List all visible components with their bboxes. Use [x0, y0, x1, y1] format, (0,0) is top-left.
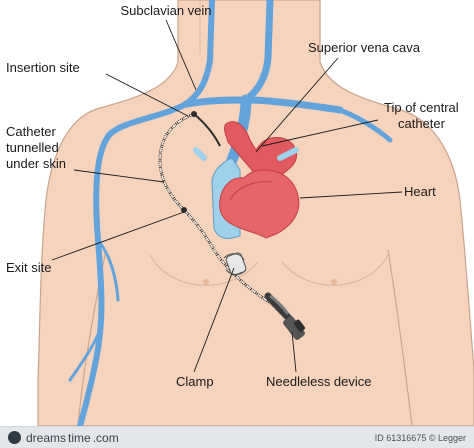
arm-branch-vein	[96, 238, 120, 302]
brand-suffix-text: .com	[92, 430, 119, 445]
leader-needleless-device	[291, 331, 297, 373]
label-catheter-tunnelled-line2: tunnelled	[6, 140, 59, 155]
clamp-ring	[223, 253, 245, 261]
label-exit-site: Exit site	[6, 260, 52, 275]
stock-brand: dreams time .com	[8, 431, 119, 445]
leader-catheter-tunnelled	[73, 169, 165, 183]
leader-subclavian	[165, 19, 197, 91]
vessel-branch-left	[193, 147, 207, 161]
leader-superior-vena-cava	[255, 57, 339, 153]
label-catheter-tunnelled-line3: under skin	[6, 156, 66, 171]
clamp	[223, 252, 247, 276]
device-cap	[293, 319, 306, 332]
stock-credit: ID 61316675 © Legger	[375, 433, 466, 443]
labels: Subclavian vein Insertion site Superior …	[6, 3, 459, 389]
vessel-branch-right	[277, 147, 299, 161]
label-heart: Heart	[404, 184, 436, 199]
clamp-body	[225, 252, 247, 276]
right-subclavian	[337, 107, 393, 143]
brand-right-text: time	[68, 430, 91, 445]
device-hub	[283, 316, 305, 340]
central-line-diagram: Subclavian vein Insertion site Superior …	[6, 0, 474, 426]
right-pectoral	[281, 254, 389, 286]
heart	[219, 169, 300, 239]
exit-site-marker	[181, 207, 187, 213]
leader-lines	[51, 19, 403, 373]
device-shadow	[269, 294, 290, 315]
leader-heart	[299, 191, 403, 199]
brand-left-text: dreams	[26, 430, 67, 445]
forearm-vein	[68, 328, 102, 382]
image-id-text: ID 61316675	[374, 432, 427, 443]
insertion-site-marker	[191, 111, 197, 117]
heart-contour	[229, 181, 273, 201]
clamp-ring-lower	[225, 269, 247, 275]
label-catheter-tunnelled-line1: Catheter	[6, 124, 57, 139]
right-nipple	[331, 279, 337, 285]
label-subclavian-vein: Subclavian vein	[120, 3, 211, 18]
veins	[68, 0, 393, 426]
stock-footer: dreams time .com ID 61316675 © Legger	[0, 426, 474, 448]
label-clamp: Clamp	[176, 374, 214, 389]
brand-logo-icon	[8, 431, 21, 444]
label-tip-of-central-catheter-line2: catheter	[398, 116, 446, 131]
copyright-text: © Legger	[428, 432, 466, 443]
left-pectoral	[149, 254, 259, 286]
left-nipple	[203, 279, 209, 285]
leader-exit-site	[51, 211, 185, 261]
label-needleless-device: Needleless device	[266, 374, 372, 389]
label-superior-vena-cava: Superior vena cava	[308, 40, 421, 55]
catheter	[158, 111, 306, 340]
leader-tip-of-central-catheter	[261, 119, 379, 147]
leader-insertion-site	[105, 73, 189, 117]
leader-clamp	[193, 267, 235, 373]
needleless-device	[264, 292, 306, 340]
label-insertion-site: Insertion site	[6, 60, 80, 75]
right-arm-line	[387, 249, 413, 426]
catheter-tip-line	[193, 113, 221, 147]
label-tip-of-central-catheter-line1: Tip of central	[384, 100, 459, 115]
